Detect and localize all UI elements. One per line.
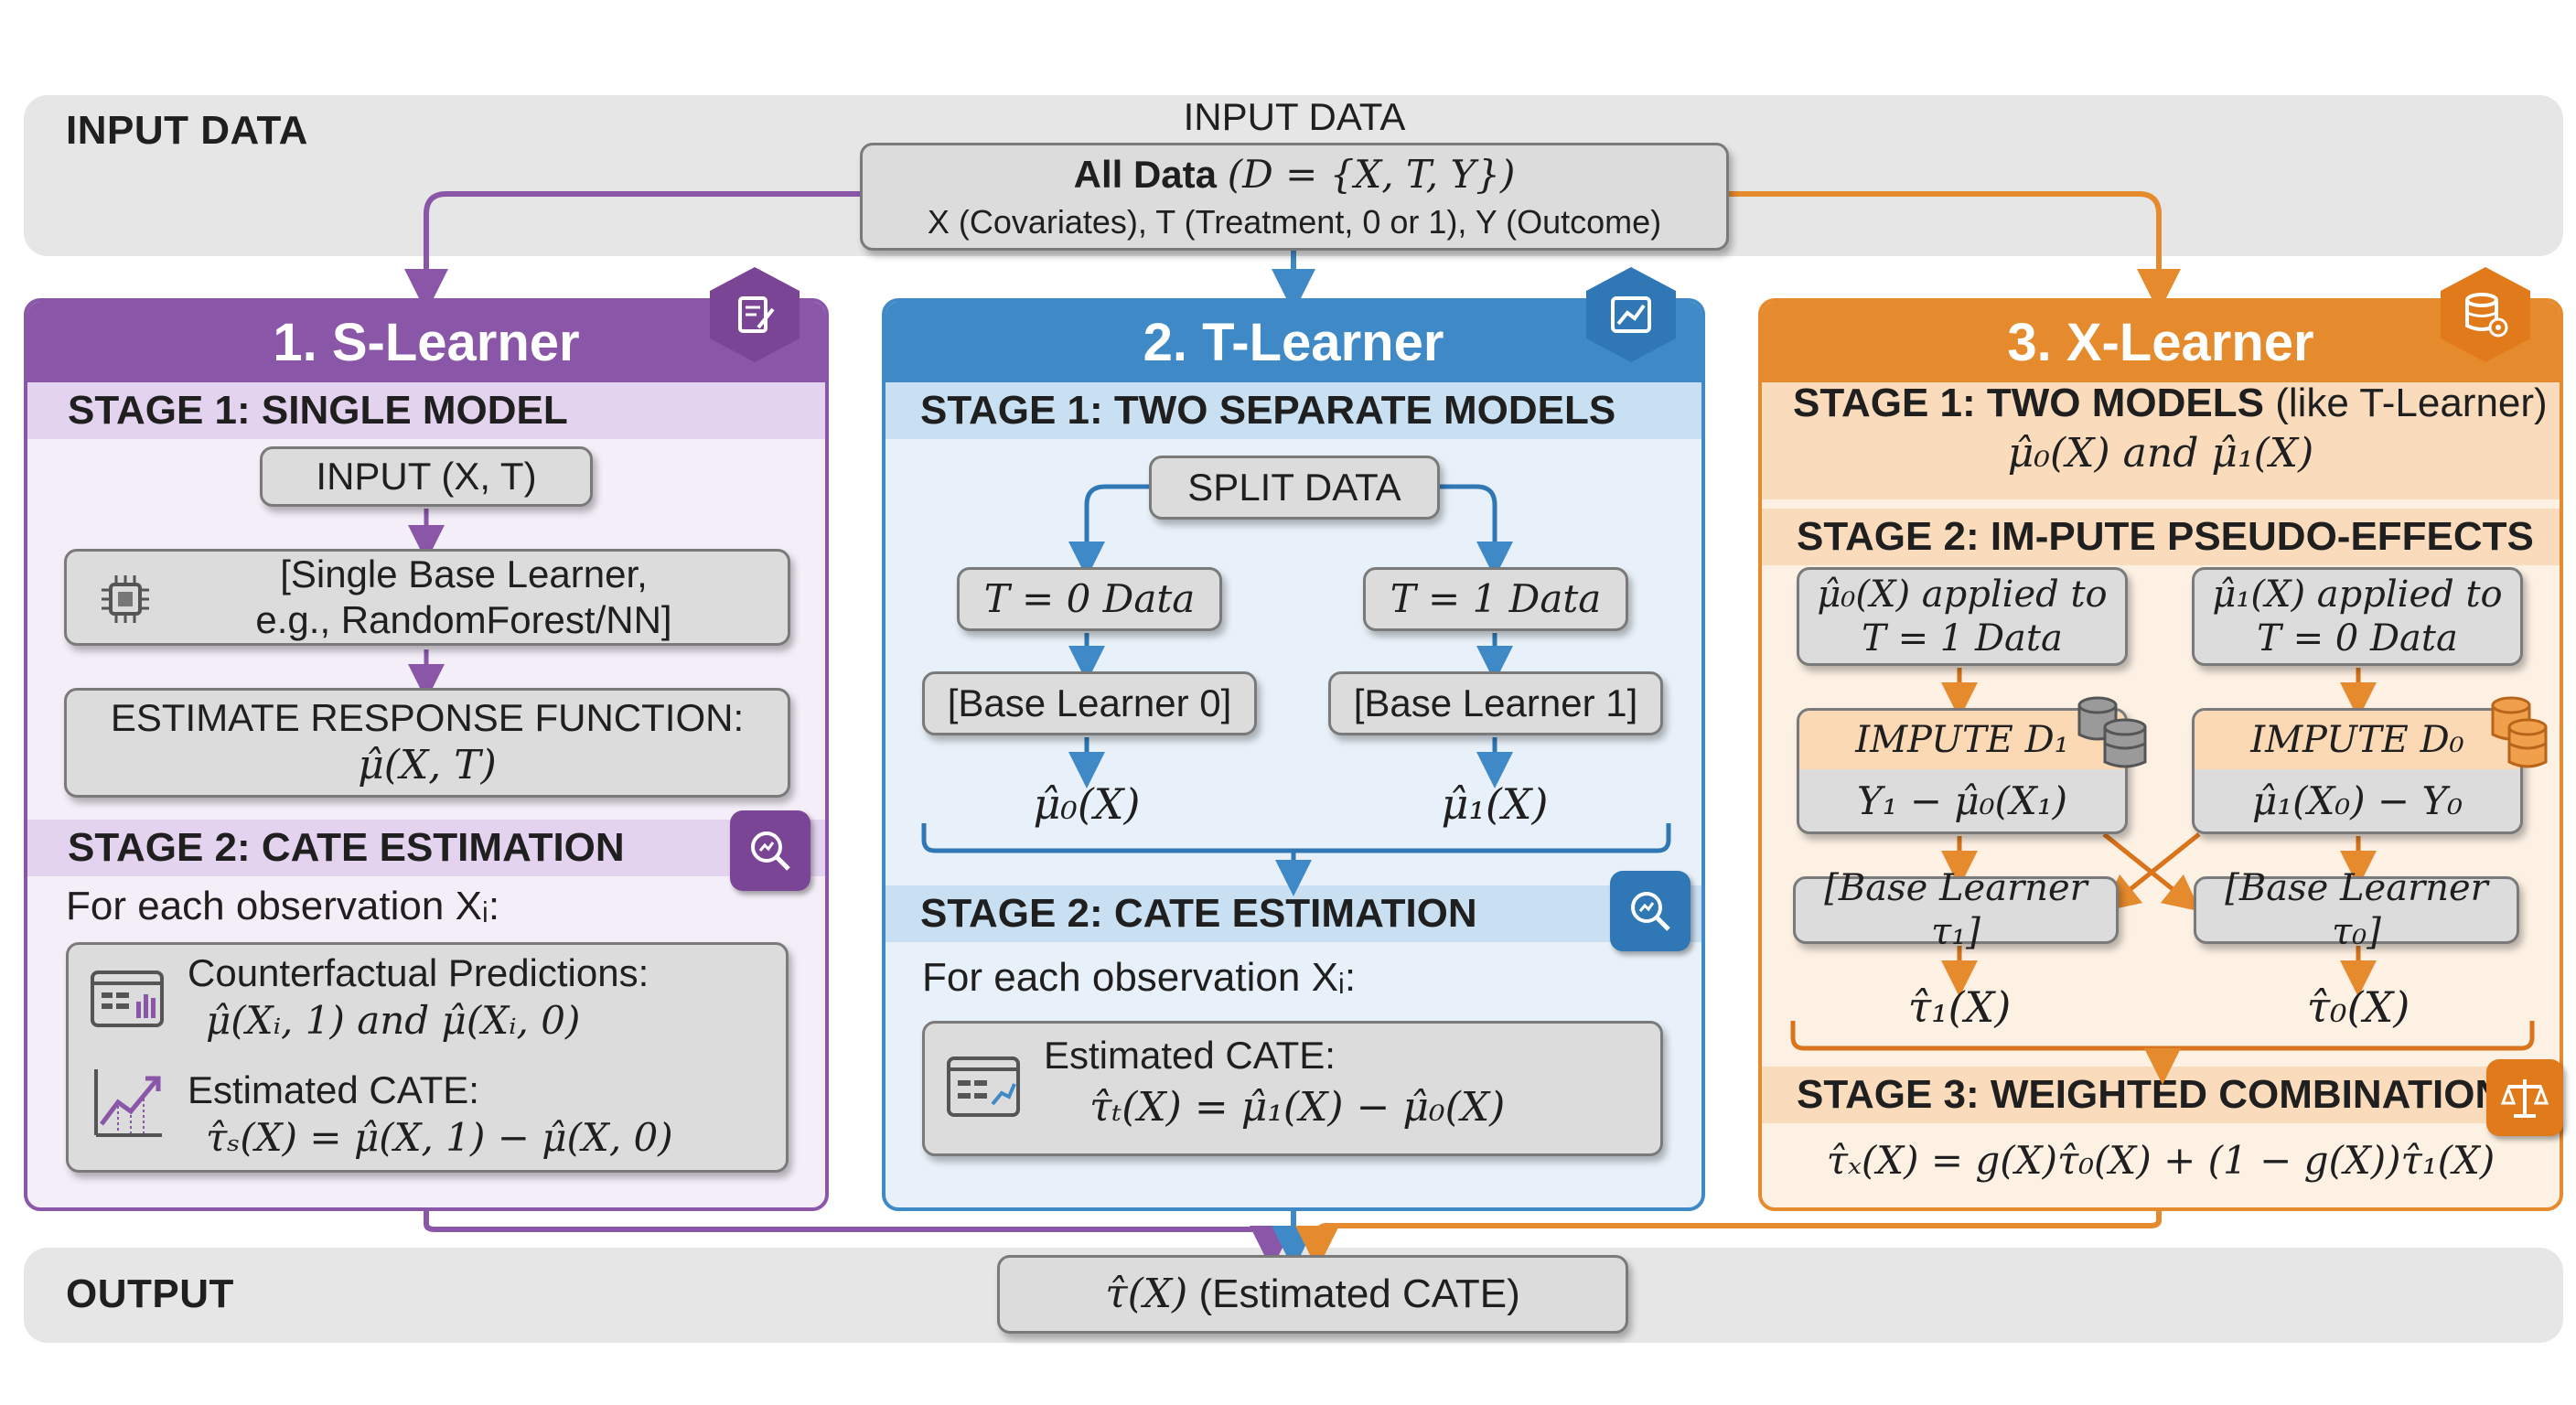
dashboard-icon: [945, 1053, 1024, 1122]
x-impute-d1-box: IMPUTE D₁ Y₁ − μ̂₀(X₁): [1797, 696, 2147, 834]
s-estimate-formula: μ̂(X, T): [358, 741, 497, 788]
input-variables: X (Covariates), T (Treatment, 0 or 1), Y…: [927, 202, 1662, 241]
x-stage1-rest: (like T-Learner): [2263, 381, 2548, 425]
s-input-text: INPUT (X, T): [316, 454, 537, 498]
x-stage1-title: STAGE 1: TWO MODELS (like T-Learner): [1793, 381, 2548, 426]
x-applied0-line1: μ̂₀(X) applied to: [1817, 574, 2108, 616]
s-stage1-header: STAGE 1: SINGLE MODEL: [27, 382, 825, 439]
t-results-box: Estimated CATE: τ̂ₜ(X) = μ̂₁(X) − μ̂₀(X): [922, 1021, 1663, 1156]
x-applied0-line2: T = 1 Data: [1862, 617, 2063, 660]
t-split-box: SPLIT DATA: [1149, 456, 1440, 520]
x-impute-d1-label: IMPUTE D₁: [1855, 719, 2069, 761]
x-base-tau0-box: [Base Learner τ₀]: [2194, 867, 2519, 953]
s-cf-formula: μ̂(Xᵢ, 1) and μ̂(Xᵢ, 0): [206, 998, 581, 1043]
x-stage2-header: STAGE 2: IM-PUTE PSEUDO-EFFECTS: [1762, 509, 2560, 565]
x-applied1-box: μ̂₁(X) applied to T = 0 Data: [2192, 567, 2523, 666]
s-stage2-header: STAGE 2: CATE ESTIMATION: [27, 820, 825, 876]
x-applied1-line1: μ̂₁(X) applied to: [2212, 574, 2503, 616]
database-icon: [2487, 689, 2566, 777]
x-impute-d1-header: IMPUTE D₁: [1799, 711, 2125, 769]
x-stage1-formula: μ̂₀(X) and μ̂₁(X): [2007, 430, 2314, 477]
t-stage1-header: STAGE 1: TWO SEPARATE MODELS: [886, 382, 1701, 439]
s-learner-title: 1. S-Learner: [27, 302, 825, 382]
output-box: τ̂(X) (Estimated CATE): [997, 1255, 1628, 1334]
input-band-label: INPUT DATA: [66, 108, 308, 153]
t-t0-data-box: T = 0 Data: [957, 567, 1222, 631]
x-applied0-box: μ̂₀(X) applied to T = 1 Data: [1797, 567, 2128, 666]
t-cate-title: Estimated CATE:: [1044, 1034, 1336, 1077]
x-applied1-line2: T = 0 Data: [2257, 617, 2458, 660]
x-impute-d0-box: IMPUTE D₀ μ̂₁(X₀) − Y₀: [2192, 696, 2548, 834]
all-data-formula: (D = {X, T, Y}): [1227, 152, 1516, 198]
database-icon: [2074, 689, 2152, 777]
x-impute-d0-formula: μ̂₁(X₀) − Y₀: [2251, 778, 2463, 823]
t-t1-data-box: T = 1 Data: [1363, 567, 1628, 631]
t-t1-data-text: T = 1 Data: [1390, 575, 1602, 621]
trend-up-icon: [89, 1064, 167, 1142]
dashboard-icon: [89, 967, 167, 1033]
x-base-tau1-text: [Base Learner τ₁]: [1824, 867, 2088, 953]
input-data-box: All Data (D = {X, T, Y}) X (Covariates),…: [860, 143, 1729, 251]
t-for-each: For each observation Xᵢ:: [922, 955, 1356, 1001]
t-base1-box: [Base Learner 1]: [1328, 671, 1663, 735]
t-split-text: SPLIT DATA: [1187, 465, 1401, 509]
t-for-each-text: For each observation Xᵢ:: [922, 955, 1357, 1000]
output-text: (Estimated CATE): [1187, 1271, 1520, 1316]
s-for-each-text: For each observation Xᵢ:: [66, 884, 500, 928]
t-base0-box: [Base Learner 0]: [922, 671, 1257, 735]
t-mu0: μ̂₀(X): [1033, 779, 1141, 829]
line-chart-icon: [1586, 267, 1676, 362]
t-learner-title: 2. T-Learner: [886, 302, 1701, 382]
x-tau1: τ̂₁(X): [1907, 982, 2012, 1032]
t-stage2-header: STAGE 2: CATE ESTIMATION: [886, 885, 1701, 942]
scales-icon: [2486, 1059, 2563, 1136]
s-results-box: Counterfactual Predictions: μ̂(Xᵢ, 1) an…: [66, 942, 789, 1173]
s-cate-title: Estimated CATE:: [188, 1068, 479, 1111]
x-tau0: τ̂₀(X): [2306, 982, 2410, 1032]
x-stage1-block: [1762, 382, 2560, 499]
t-cate-formula: τ̂ₜ(X) = μ̂₁(X) − μ̂₀(X): [1089, 1084, 1506, 1131]
s-estimate-box: ESTIMATE RESPONSE FUNCTION: μ̂(X, T): [64, 688, 790, 798]
t-mu1: μ̂₁(X): [1441, 779, 1549, 829]
s-estimate-title: ESTIMATE RESPONSE FUNCTION:: [110, 696, 745, 740]
s-for-each: For each observation Xᵢ:: [66, 884, 499, 929]
x-final-formula: τ̂ₓ(X) = g(X)τ̂₀(X) + (1 − g(X))τ̂₁(X): [1826, 1138, 2496, 1183]
magnifier-icon: [1610, 871, 1690, 951]
t-t0-data-text: T = 0 Data: [983, 575, 1196, 621]
t-base1-text: [Base Learner 1]: [1353, 681, 1638, 724]
t-base0-text: [Base Learner 0]: [947, 681, 1232, 724]
x-learner-title: 3. X-Learner: [1762, 302, 2560, 382]
x-base-tau0-text: [Base Learner τ₀]: [2225, 867, 2488, 953]
output-band-label: OUTPUT: [66, 1271, 234, 1316]
chip-icon: [98, 572, 153, 627]
s-cate-formula: τ̂ₛ(X) = μ̂(X, 1) − μ̂(X, 0): [206, 1115, 673, 1160]
x-impute-d0-header: IMPUTE D₀: [2195, 711, 2520, 769]
s-base-learner-text: [Single Base Learner, e.g., RandomForest…: [255, 552, 672, 641]
x-impute-d0-label: IMPUTE D₀: [2250, 719, 2464, 761]
x-base-tau1-box: [Base Learner τ₁]: [1793, 867, 2119, 953]
magnifier-icon: [730, 810, 810, 891]
output-formula: τ̂(X): [1105, 1270, 1188, 1317]
s-input-box: INPUT (X, T): [260, 446, 593, 507]
x-impute-d1-formula: Y₁ − μ̂₀(X₁): [1856, 778, 2068, 823]
s-cf-title: Counterfactual Predictions:: [188, 951, 649, 994]
s-base-learner-box: [Single Base Learner, e.g., RandomForest…: [64, 549, 790, 646]
x-stage1-bold: STAGE 1: TWO MODELS: [1793, 381, 2264, 425]
input-data-heading: INPUT DATA: [1183, 95, 1406, 138]
all-data-label: All Data: [1073, 153, 1218, 197]
